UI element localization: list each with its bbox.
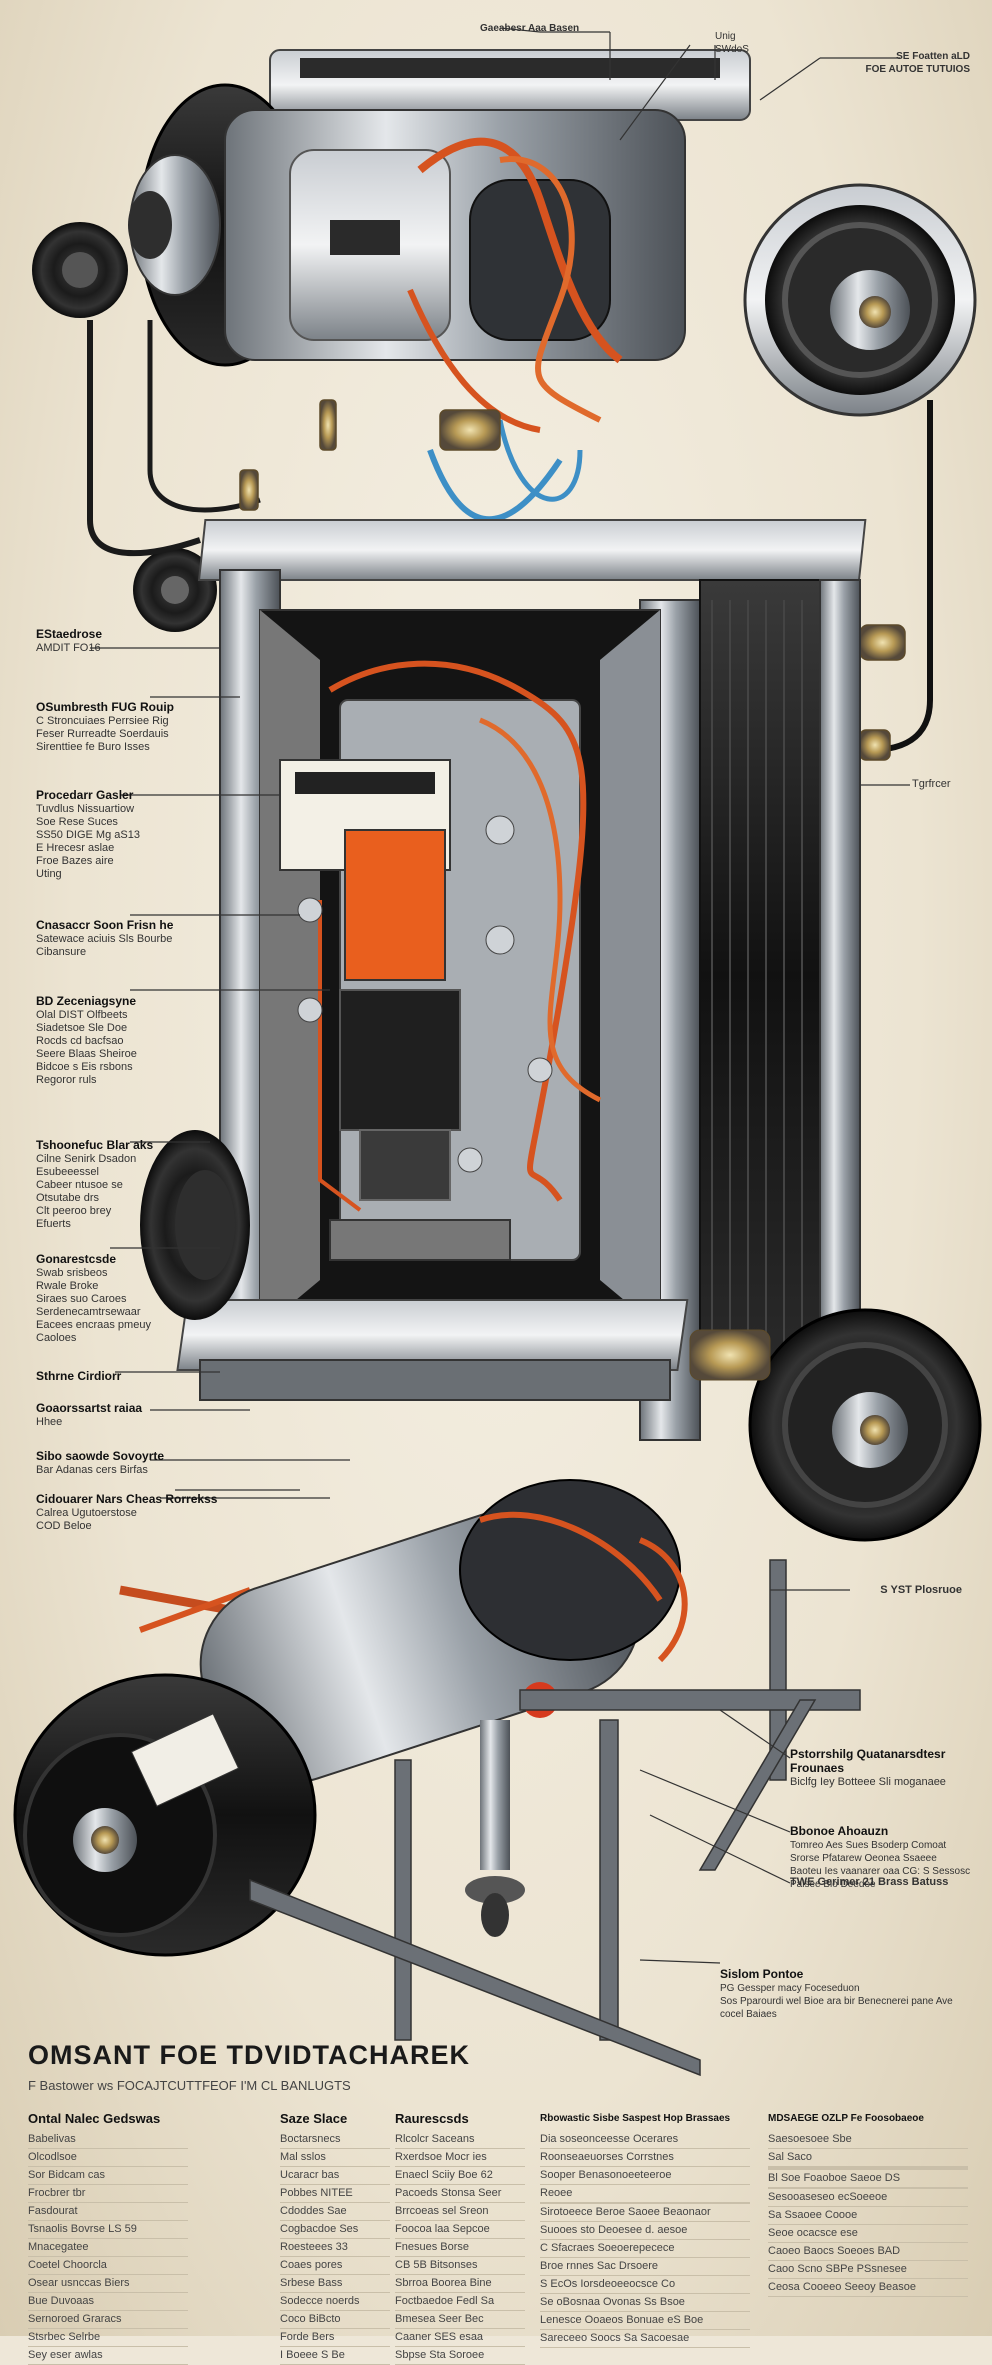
- callout-right-2: S YST Plosruoe: [880, 1584, 962, 1596]
- callout-left-8: Sthrne Cirdiorr: [36, 1369, 122, 1383]
- spec-column-4: Rbowastic Sisbe Saspest Hop Brassaes Dia…: [540, 2110, 750, 2348]
- poster-title: OMSANT FOE TDVIDTACHAREK: [28, 2040, 470, 2070]
- callout-right-5: TWE Gerimer 21 Brass Batuss: [790, 1876, 949, 1888]
- callout-top-2: Unig SWdoS: [715, 31, 749, 55]
- callout-top-3: SE Foatten aLD FOE AUTOE TUTUIOS: [865, 51, 970, 75]
- spec-column-1: Ontal Nalec Gedswas Babelivas Olcodlsoe …: [28, 2110, 188, 2365]
- callout-top-1: Gaeabesr Aaa Basen: [480, 23, 580, 34]
- poster-subtitle: F Bastower ws FOCAJTCUTTFEOF I'M CL BANL…: [28, 2078, 351, 2093]
- spec-column-2: Saze Slace Boctarsnecs Mal sslos Ucaracr…: [280, 2110, 390, 2365]
- spec-column-5: MDSAEGE OZLP Fe Foosobaeoe Saesoesoee Sb…: [768, 2110, 968, 2297]
- spec-column-3: Raurescsds Rlcolcr Saceans Rxerdsoe Mocr…: [395, 2110, 525, 2365]
- callout-right-1: Tgrfrcer: [912, 778, 951, 790]
